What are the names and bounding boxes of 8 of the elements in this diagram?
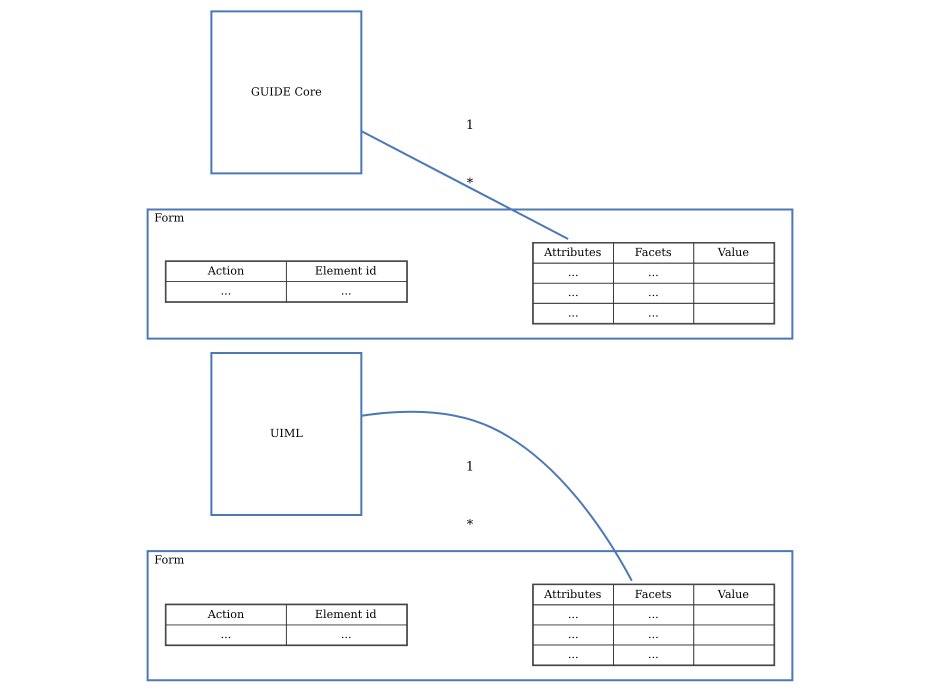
node-box: GUIDE Core (210, 10, 362, 174)
node-box: UIML (210, 352, 362, 516)
label: 1 (465, 118, 474, 134)
connector (360, 410, 632, 582)
label: * (466, 517, 473, 532)
label: 1 (465, 460, 474, 475)
label: * (466, 176, 473, 191)
connector (360, 130, 568, 240)
